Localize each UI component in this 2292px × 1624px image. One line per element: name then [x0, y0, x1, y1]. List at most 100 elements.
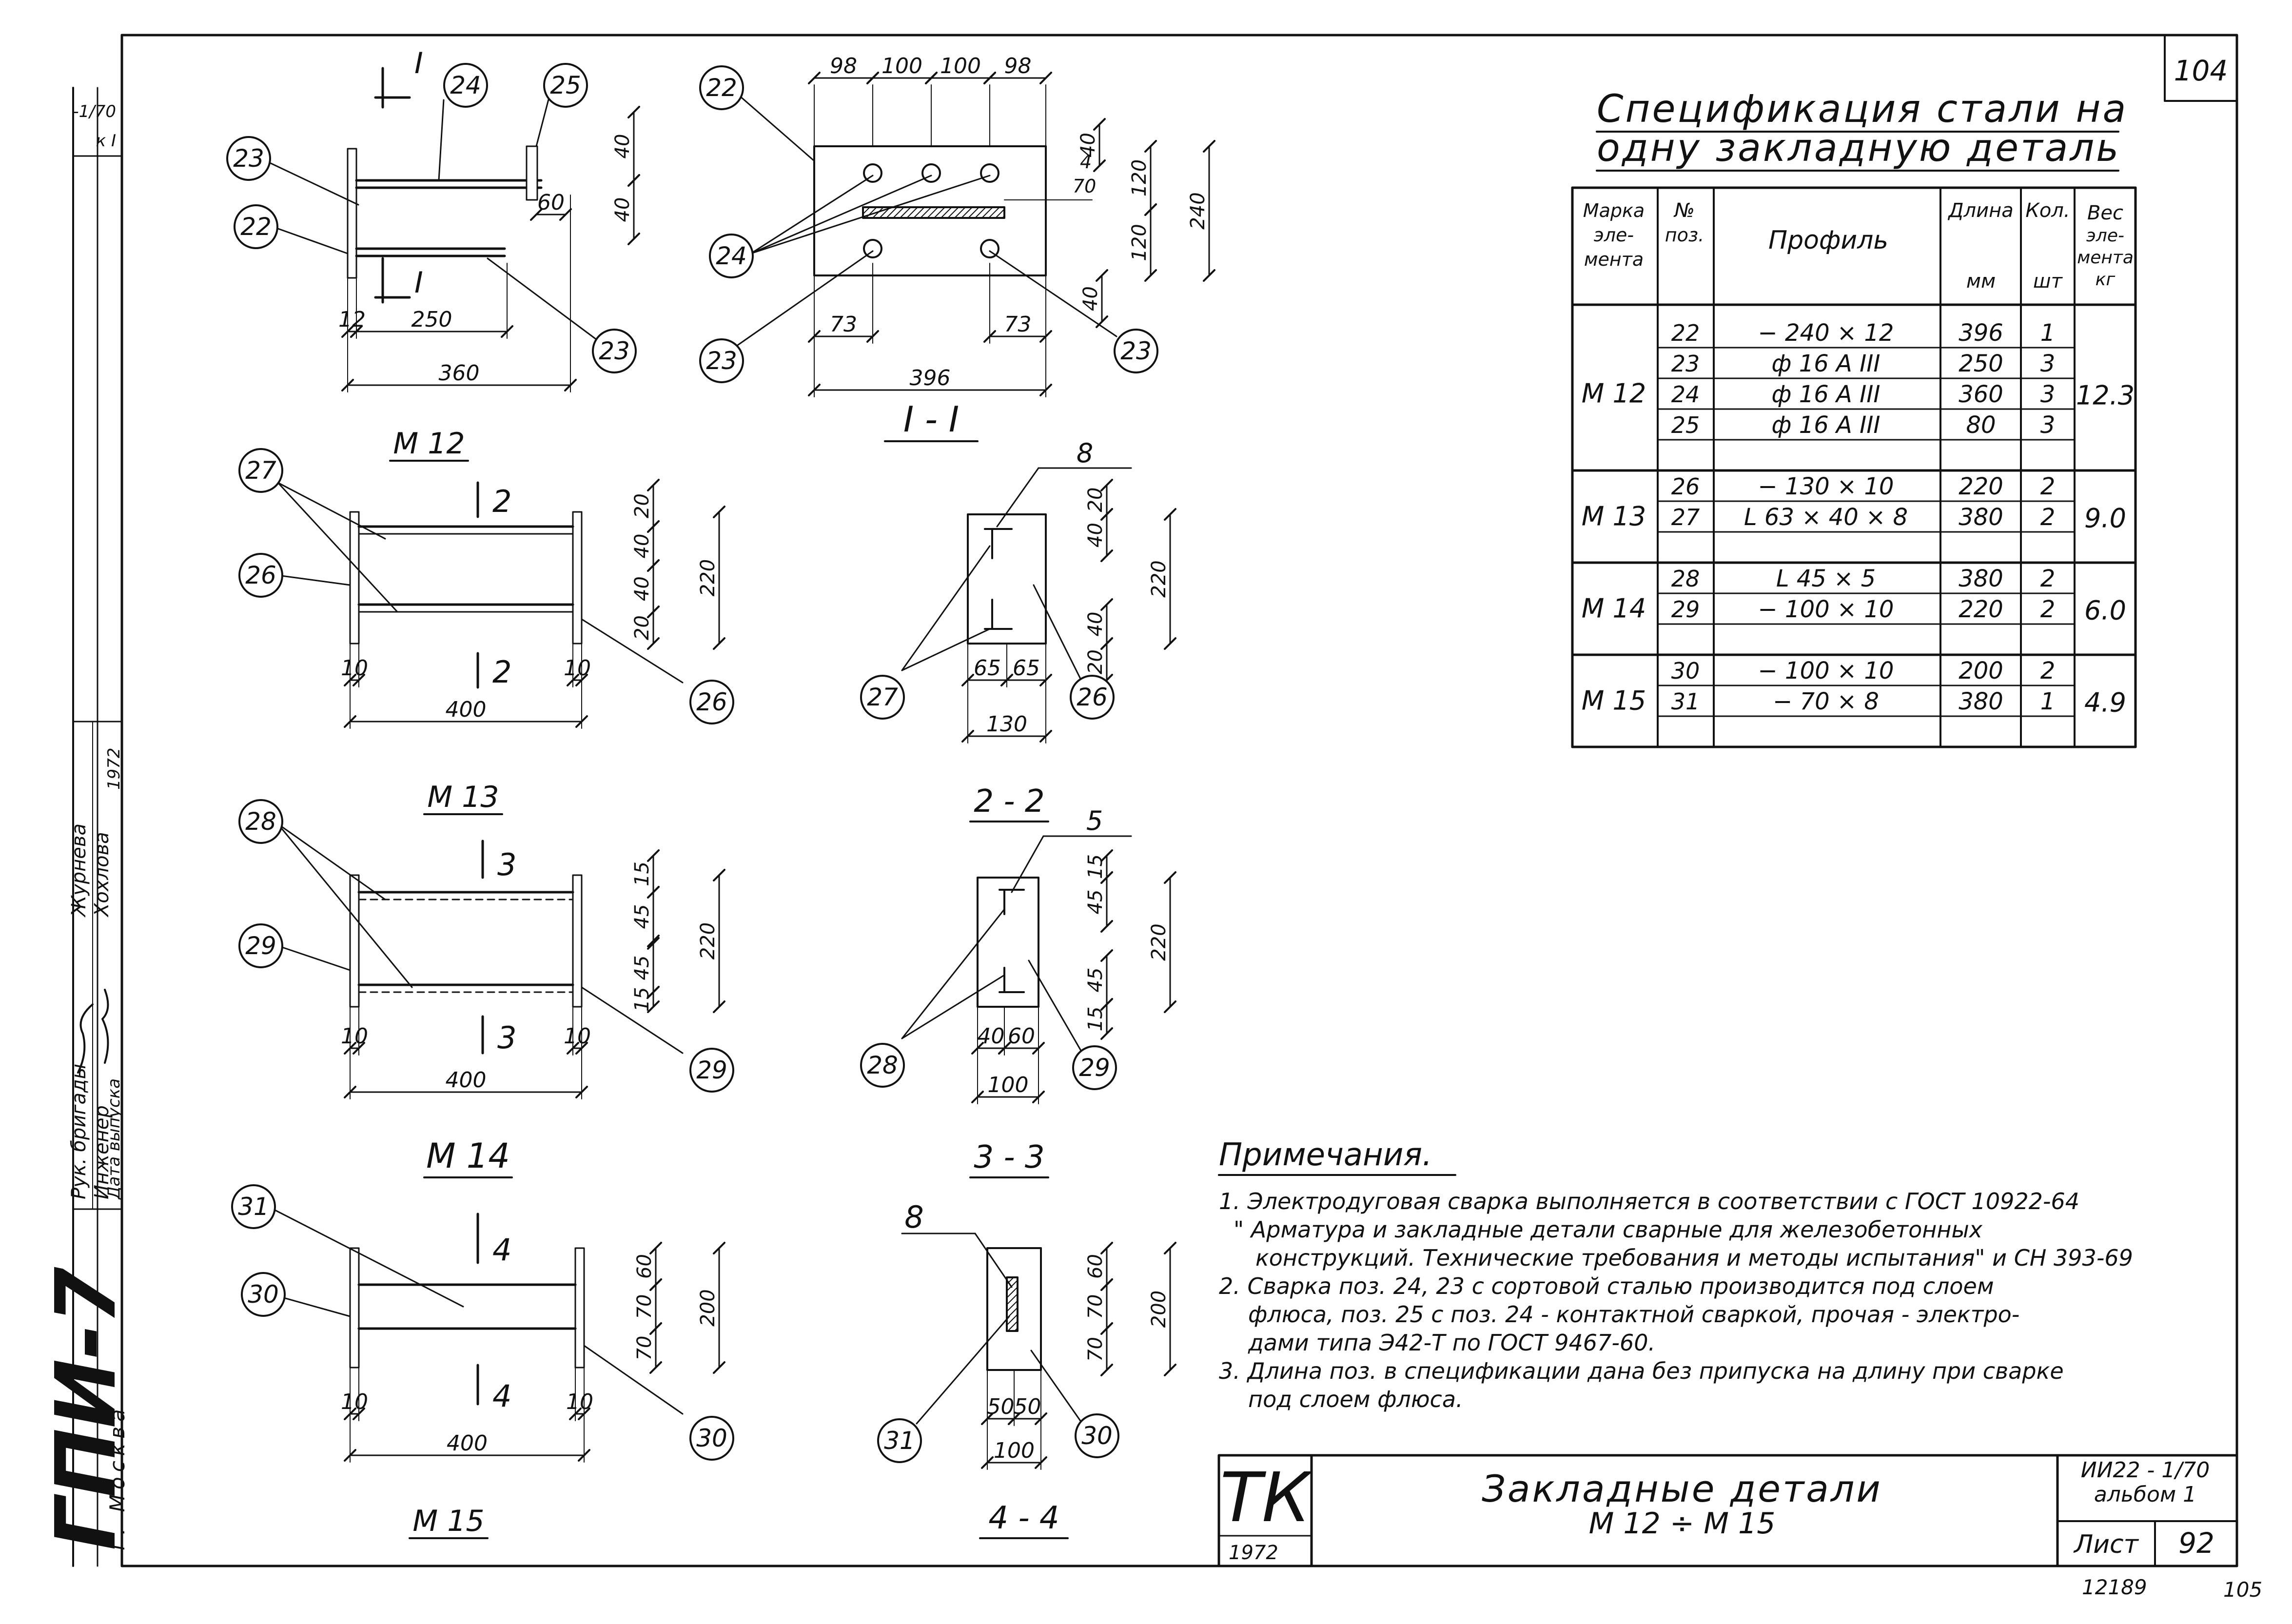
spec-mark: М 13	[1582, 501, 1646, 532]
m15-section-mark-bot: 4	[492, 1378, 511, 1414]
s44-callout-31: 31	[884, 1427, 915, 1455]
m15-caption: М 15	[412, 1504, 484, 1538]
dim-tick	[647, 520, 660, 533]
dim-tick	[1100, 1364, 1113, 1376]
dim-tick	[1100, 998, 1113, 1011]
s11-callout-23a-circle	[699, 338, 744, 383]
s44-weld-size: 8	[904, 1199, 923, 1235]
spec-qty: 3	[2040, 350, 2056, 377]
dim-tick	[866, 72, 879, 84]
s33-weld-leader	[1011, 835, 1044, 893]
spec-profile: ф 16 А III	[1771, 381, 1880, 408]
dim-tick	[1039, 72, 1052, 84]
m14-plate-right	[572, 874, 583, 1008]
leader-line	[901, 908, 1005, 1039]
drawing-title-line2: М 12 ÷ М 15	[1589, 1507, 1776, 1541]
album: альбом 1	[2094, 1482, 2196, 1507]
s22-callout-26-circle	[1070, 675, 1115, 720]
tk-logo: ТК	[1220, 1458, 1313, 1538]
s11-dim-73b: 73	[1004, 312, 1032, 337]
sheet-label: Лист	[2073, 1530, 2139, 1559]
s11-callout-23b-circle	[1114, 329, 1158, 373]
dim-tick	[1100, 1322, 1113, 1335]
s11-plate	[813, 145, 1047, 276]
leader-line	[487, 257, 603, 345]
m15-plate-left	[349, 1247, 360, 1369]
spec-head-qty: Кол.	[2025, 199, 2070, 222]
notes-line: конструкций. Технические требования и ме…	[1255, 1245, 2133, 1271]
s11-callout-24-circle	[709, 234, 754, 278]
left-top-ref2: к I	[96, 131, 116, 151]
spec-qty: 2	[2040, 473, 2056, 500]
doc-code: ИИ22 - 1/70	[2081, 1458, 2210, 1483]
s22-weld-size: 8	[1077, 438, 1093, 469]
org-city: г. Москва	[105, 1404, 129, 1550]
dim-tick	[1164, 508, 1176, 521]
s11-callout-23a: 23	[706, 347, 737, 375]
m14-caption: М 14	[426, 1136, 510, 1176]
m14-dim-15b: 15	[631, 987, 653, 1012]
dim-tick	[530, 208, 543, 221]
title-block-year: 1972	[1229, 1542, 1278, 1564]
spec-table	[1571, 186, 2137, 748]
dim-tick	[1144, 269, 1157, 282]
dim-tick	[1100, 637, 1113, 650]
m13-plate-right	[572, 511, 583, 645]
spec-profile: − 70 × 8	[1773, 688, 1879, 715]
m12-callout-23b: 23	[599, 337, 630, 365]
m13-callout-26a-circle	[238, 553, 283, 598]
s22-caption: 2 - 2	[974, 783, 1044, 820]
m15-dim-70b: 70	[633, 1336, 656, 1361]
m12-dim-60: 60	[537, 190, 565, 215]
leader-line	[277, 482, 386, 540]
dim-tick	[627, 233, 640, 245]
spec-length: 396	[1959, 319, 2003, 347]
signature-2	[101, 989, 109, 1064]
m14-dim-220: 220	[697, 922, 719, 959]
leader-line	[750, 175, 874, 254]
m12-dim-250: 250	[411, 307, 452, 332]
dim-tick	[647, 606, 660, 618]
m15-callout-31-circle	[231, 1184, 276, 1229]
m12-callout-23a: 23	[233, 144, 264, 173]
s22-plate	[967, 513, 1047, 645]
spec-length: 380	[1959, 504, 2003, 531]
s33-callout-29-circle	[1072, 1045, 1117, 1090]
org-logo: ГПИ-7	[38, 1267, 135, 1550]
dim-tick	[1096, 269, 1108, 282]
spec-head-length-unit: мм	[1966, 270, 1996, 293]
left-top-ref1: -1/70	[73, 102, 116, 121]
m13-plate-left	[349, 511, 360, 645]
notes-line: 2. Сварка поз. 24, 23 с сортовой сталью …	[1219, 1273, 1994, 1299]
s11-dim-73a: 73	[830, 312, 857, 337]
s22-callout-27-circle	[860, 675, 905, 720]
spec-qty: 3	[2040, 381, 2056, 408]
leader-line	[750, 175, 932, 254]
dim-tick	[1100, 949, 1113, 962]
m13-dim-40a: 40	[631, 534, 653, 559]
spec-head-mark-1: Марка	[1583, 200, 1645, 221]
s44-strip-31	[1006, 1276, 1019, 1332]
leader-line	[277, 482, 398, 613]
dim-tick	[1144, 140, 1157, 153]
dim-tick	[627, 106, 640, 118]
leader-line	[1033, 584, 1083, 684]
leader-line	[277, 823, 386, 900]
notes-line: 3. Длина поз. в спецификации дана без пр…	[1219, 1358, 2064, 1384]
m13-dim-400: 400	[446, 697, 487, 722]
s22-angle-bot	[984, 599, 1013, 630]
s11-callout-23b: 23	[1120, 337, 1152, 365]
s11-dim-98a: 98	[830, 54, 857, 78]
dim-tick	[713, 1361, 725, 1374]
m14-section-mark-top: 3	[497, 847, 516, 882]
s11-dim-100b: 100	[940, 54, 981, 78]
dim-tick	[649, 1322, 662, 1335]
m12-plate-22	[347, 148, 357, 279]
s11-bar-24-1	[921, 163, 941, 183]
s22-dim-40b: 40	[1084, 612, 1107, 637]
m14-callout-28: 28	[245, 807, 276, 836]
dim-tick	[1093, 118, 1106, 131]
s11-caption: I - I	[903, 399, 959, 440]
s33-dim-45b: 45	[1084, 968, 1107, 993]
spec-mark: М 15	[1582, 685, 1646, 716]
